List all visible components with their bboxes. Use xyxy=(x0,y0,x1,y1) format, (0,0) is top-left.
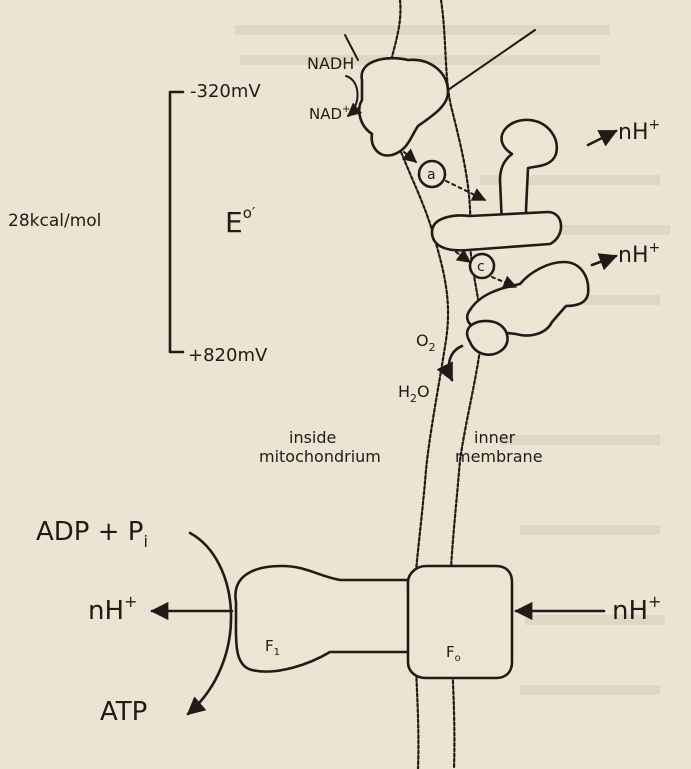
inside-label-line1: inside xyxy=(289,428,336,447)
adp-atp-curve xyxy=(188,533,231,714)
proton-out-arrow-1 xyxy=(588,131,616,145)
atp-label: ATP xyxy=(100,697,147,727)
substrate-label: ADP + Pi xyxy=(36,517,148,551)
membrane-label-line2: membrane xyxy=(455,447,543,466)
membrane-label-line1: inner xyxy=(474,428,516,447)
proton-out-label-2: nH+ xyxy=(618,240,660,268)
complex-bar xyxy=(432,212,561,250)
energy-label: 28kcal/mol xyxy=(8,211,101,231)
carrier-a-label: a xyxy=(427,167,436,183)
nadh-label: NADH xyxy=(307,54,354,73)
potential-bottom-label: +820mV xyxy=(188,345,268,366)
potential-symbol: Eo′ xyxy=(225,204,256,239)
flow-arrow-3 xyxy=(456,252,470,262)
potential-top-label: -320mV xyxy=(190,81,261,102)
potential-bracket xyxy=(170,92,183,352)
proton-out-arrow-2 xyxy=(592,256,616,265)
proton-out-label-1: nH+ xyxy=(618,117,660,145)
oxygen-curve-arrow xyxy=(449,346,462,380)
nad-label: NAD+ xyxy=(309,104,350,123)
oxygen-label: O2 xyxy=(416,331,436,354)
f1-head xyxy=(235,566,410,672)
complex-i xyxy=(359,58,448,155)
water-label: H2O xyxy=(398,382,430,405)
flow-arrow-2 xyxy=(446,181,485,200)
inside-label-line2: mitochondrium xyxy=(259,447,381,466)
complex-iv-lobe xyxy=(467,321,507,355)
flow-arrow-1 xyxy=(404,152,416,162)
proton-exit-label: nH+ xyxy=(88,592,137,626)
carrier-c-label: c xyxy=(477,259,485,275)
flow-arrow-4 xyxy=(492,277,516,287)
